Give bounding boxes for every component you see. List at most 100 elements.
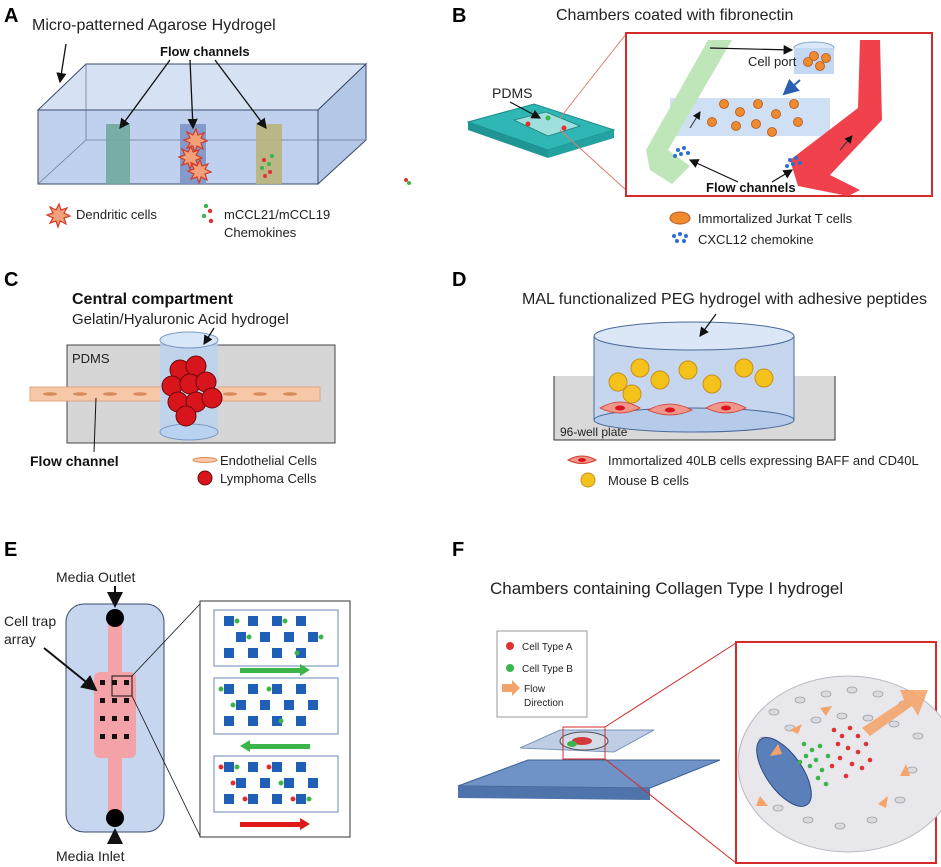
- zoom-line: [559, 33, 627, 119]
- cell-type-a-icon: [506, 642, 514, 650]
- green-flow-arrow-reverse: [250, 744, 310, 749]
- flow-arrow: [839, 135, 853, 151]
- pdms-chip-side: [468, 122, 548, 158]
- panel-a: A Micro-patterned Agarose Hydrogel Flow …: [4, 5, 411, 240]
- legend-jurkat: Immortalized Jurkat T cells: [698, 211, 853, 226]
- flow-arrows-small: [756, 706, 910, 808]
- green-flow-channel: [646, 40, 732, 184]
- 40lb-legend-nucleus: [578, 458, 586, 462]
- panel-a-flow-label: Flow channels: [160, 44, 250, 59]
- chip-port: [561, 125, 567, 131]
- flow-arrow: [689, 111, 701, 129]
- legend-cell-b: Cell Type B: [522, 664, 573, 675]
- arrow: [56, 43, 67, 84]
- panel-a-letter: A: [4, 5, 18, 27]
- arrow: [688, 159, 739, 183]
- panel-d: D MAL functionalized PEG hydrogel with a…: [452, 269, 927, 488]
- green-flow-arrow: [240, 668, 300, 673]
- arrow: [509, 101, 542, 119]
- outlet-port: [106, 609, 124, 627]
- panel-b-flow-label: Flow channels: [706, 180, 796, 195]
- gel-box-edge: [37, 139, 87, 185]
- cell-trap-label-1: Cell trap: [4, 613, 56, 629]
- panel-b-pdms: PDMS: [492, 85, 532, 101]
- zoom-line: [131, 695, 201, 837]
- glass-slide-edge: [458, 786, 650, 800]
- hydrogel-label: Gelatin/Hyaluronic Acid hydrogel: [72, 311, 289, 328]
- legend-flow-1: Flow: [524, 684, 546, 695]
- b-cell-legend-icon: [580, 472, 596, 488]
- flow-channel-pointer: [93, 397, 97, 453]
- chemokine-legend-icon: [201, 203, 214, 224]
- chip-port: [525, 121, 531, 127]
- legend-chemokine-1: mCCL21/mCCL19: [224, 207, 330, 222]
- cell-type-a: [829, 725, 873, 779]
- glass-slide: [457, 759, 721, 789]
- chemokine-dots: [260, 154, 411, 185]
- chip-port: [545, 115, 551, 121]
- b-cells: [608, 358, 774, 404]
- zoom-line: [559, 129, 627, 191]
- panel-e: E Media Outlet Media Inlet Cell trap arr…: [4, 539, 351, 864]
- zoom-selection: [111, 675, 133, 697]
- arrow: [214, 59, 267, 130]
- 40lb-nuclei: [615, 405, 731, 413]
- legend-cell-a: Cell Type A: [522, 642, 573, 653]
- green-flow-arrowhead: [300, 664, 310, 676]
- red-flow-arrow: [240, 822, 300, 827]
- legend-flow-2: Direction: [524, 698, 563, 709]
- endothelial-legend-icon: [192, 457, 218, 463]
- cxcl12-legend-icon: [672, 232, 688, 243]
- legend-b-cells: Mouse B cells: [608, 473, 689, 488]
- trapped-cells: [218, 618, 324, 802]
- cell-port-label: Cell port: [748, 54, 797, 69]
- zoom-line: [604, 758, 737, 864]
- arrow: [709, 44, 794, 55]
- trap-arrow: [43, 647, 98, 692]
- flow-direction-icon: [502, 680, 520, 696]
- panel-f: F Chambers containing Collagen Type I hy…: [452, 539, 941, 864]
- arrow: [771, 169, 794, 183]
- inlet-port: [106, 809, 124, 827]
- jurkat-cells: [707, 51, 831, 137]
- legend-endothelial: Endothelial Cells: [220, 453, 317, 468]
- red-flow-channel: [790, 40, 882, 196]
- arrow: [187, 59, 198, 130]
- central-cylinder-bottom: [159, 423, 219, 441]
- endothelial-cells: [43, 392, 297, 396]
- panel-f-letter: F: [452, 539, 464, 561]
- zoom-selection-f: [562, 726, 606, 760]
- lymphoma-cells: [161, 355, 223, 427]
- zoom-line: [131, 603, 201, 677]
- panel-b-title: Chambers coated with fibronectin: [556, 7, 793, 24]
- dendritic-cells: [177, 127, 213, 185]
- gel-box-top: [36, 63, 368, 111]
- legend-dendritic: Dendritic cells: [76, 207, 157, 222]
- panel-c-pdms: PDMS: [72, 351, 110, 366]
- flow-channel-right: [256, 124, 282, 184]
- flow-channel-label: Flow channel: [30, 453, 119, 469]
- arrow: [119, 59, 171, 130]
- cell-traps: [224, 616, 318, 804]
- arrow: [203, 327, 215, 346]
- pdms-chip-side: [548, 130, 614, 158]
- legend-lymphoma: Lymphoma Cells: [220, 471, 317, 486]
- lymphoma-legend-icon: [197, 470, 213, 486]
- trap-dots: [100, 680, 129, 739]
- legend-chemokine-2: Chemokines: [224, 225, 297, 240]
- green-flow-arrowhead-reverse: [240, 740, 250, 752]
- arrow: [699, 313, 717, 337]
- hydrogel-top: [593, 321, 795, 351]
- panel-e-letter: E: [4, 539, 17, 561]
- cell-type-b-icon: [506, 664, 514, 672]
- device-green-region: [567, 741, 577, 747]
- dendritic-cell-legend-icon: [45, 202, 72, 229]
- panel-d-title: MAL functionalized PEG hydrogel with adh…: [522, 291, 927, 308]
- jurkat-legend-icon: [669, 211, 691, 225]
- zoom-line: [604, 642, 737, 728]
- panel-d-letter: D: [452, 269, 466, 291]
- cell-trap-label-2: array: [4, 631, 36, 647]
- media-outlet-label: Media Outlet: [56, 569, 135, 585]
- flow-direction-arrow-large: [862, 690, 928, 736]
